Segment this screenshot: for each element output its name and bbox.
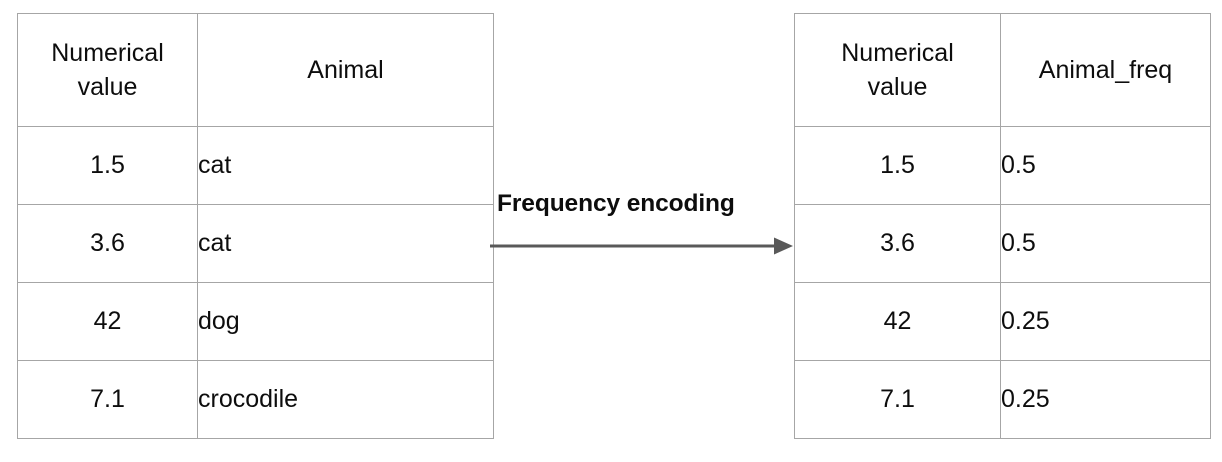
- table-row: 42 dog: [17, 282, 494, 361]
- encoded-table: Numerical value Animal_freq 1.5 0.5 3.6 …: [794, 13, 1211, 439]
- cell-numerical-value: 7.1: [794, 360, 1001, 439]
- column-header-line-1: Numerical: [51, 39, 164, 67]
- cell-animal: cat: [197, 126, 494, 205]
- cell-animal-freq: 0.5: [1000, 204, 1211, 283]
- column-header-animal: Animal: [197, 13, 494, 127]
- column-header-numerical-value: Numerical value: [794, 13, 1001, 127]
- cell-numerical-value: 3.6: [17, 204, 198, 283]
- table-row: 7.1 crocodile: [17, 360, 494, 439]
- table-row: 3.6 0.5: [794, 204, 1211, 283]
- table-row: 3.6 cat: [17, 204, 494, 283]
- cell-animal: dog: [197, 282, 494, 361]
- arrow-right-icon: [490, 237, 793, 255]
- cell-animal-freq: 0.25: [1000, 360, 1211, 439]
- column-header-line-2: value: [77, 73, 138, 101]
- table-row: 42 0.25: [794, 282, 1211, 361]
- column-header-animal-freq: Animal_freq: [1000, 13, 1211, 127]
- column-header-numerical-value: Numerical value: [17, 13, 198, 127]
- cell-animal-freq: 0.25: [1000, 282, 1211, 361]
- table-row: 1.5 0.5: [794, 126, 1211, 205]
- transformation-label: Frequency encoding: [497, 190, 735, 217]
- cell-numerical-value: 1.5: [17, 126, 198, 205]
- cell-animal: cat: [197, 204, 494, 283]
- table-header-row: Numerical value Animal_freq: [794, 13, 1211, 127]
- cell-numerical-value: 42: [794, 282, 1001, 361]
- column-header-line-1: Numerical: [841, 39, 954, 67]
- table-header-row: Numerical value Animal: [17, 13, 494, 127]
- column-header-line-2: value: [867, 73, 928, 101]
- table-row: 7.1 0.25: [794, 360, 1211, 439]
- table-row: 1.5 cat: [17, 126, 494, 205]
- cell-numerical-value: 42: [17, 282, 198, 361]
- cell-animal-freq: 0.5: [1000, 126, 1211, 205]
- source-table: Numerical value Animal 1.5 cat 3.6 cat 4…: [17, 13, 494, 439]
- cell-animal: crocodile: [197, 360, 494, 439]
- cell-numerical-value: 1.5: [794, 126, 1001, 205]
- cell-numerical-value: 7.1: [17, 360, 198, 439]
- transformation-annotation: Frequency encoding: [488, 190, 798, 262]
- cell-numerical-value: 3.6: [794, 204, 1001, 283]
